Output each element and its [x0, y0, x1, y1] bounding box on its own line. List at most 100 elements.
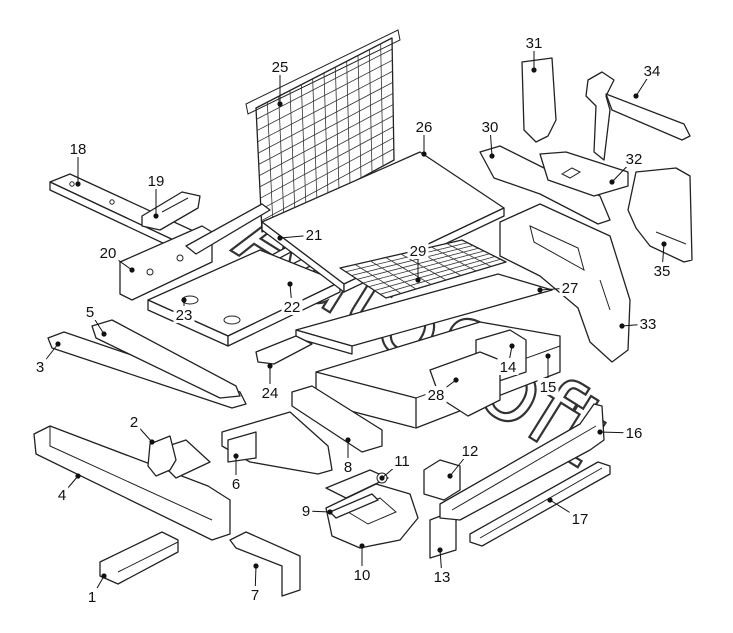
- callout-4: 4: [55, 473, 81, 504]
- part-pillar-trim-31: [521, 57, 557, 143]
- callout-label-background: [173, 306, 195, 323]
- callout-33: 33: [619, 315, 659, 333]
- callout-number: 9: [302, 503, 310, 520]
- callout-label-background: [269, 58, 291, 75]
- callout-10: 10: [351, 543, 373, 584]
- callout-1: 1: [85, 573, 107, 606]
- callout-anchor-dot: [421, 151, 427, 157]
- callout-anchor-dot: [101, 331, 107, 337]
- callout-number: 22: [284, 299, 301, 316]
- part-sill-plate-17: [469, 461, 611, 547]
- callout-number: 11: [394, 453, 410, 470]
- callout-label-background: [641, 62, 663, 79]
- callout-label-background: [407, 242, 429, 259]
- callout-number: 3: [36, 359, 44, 376]
- callout-anchor-dot: [101, 573, 107, 579]
- callout-number: 25: [272, 59, 289, 76]
- callout-number: 34: [644, 63, 661, 80]
- callout-number: 20: [100, 245, 117, 262]
- callout-5: 5: [83, 303, 107, 337]
- callout-anchor-dot: [545, 353, 551, 359]
- callout-anchor-dot: [537, 287, 543, 293]
- callout-anchor-dot: [267, 363, 273, 369]
- callout-label-background: [459, 442, 481, 459]
- floor-mat-pattern: [345, 242, 501, 295]
- callout-label-background: [55, 486, 69, 503]
- part-bracket-2: [147, 435, 177, 477]
- callout-label-background: [523, 34, 545, 51]
- callout-label-background: [413, 118, 435, 135]
- callout-anchor-dot: [661, 241, 667, 247]
- callout-label-background: [248, 586, 262, 603]
- callout-label-background: [299, 502, 313, 519]
- callout-number: 4: [58, 487, 66, 504]
- callout-number: 33: [640, 316, 657, 333]
- callout-25: 25: [269, 58, 291, 107]
- callout-number: 26: [416, 119, 433, 136]
- callout-number: 27: [562, 280, 579, 297]
- callout-28: 28: [425, 377, 459, 404]
- callout-number: 13: [434, 569, 451, 586]
- callout-8: 8: [341, 437, 355, 476]
- callout-label-background: [259, 384, 281, 401]
- callout-anchor-dot: [619, 323, 625, 329]
- callout-label-background: [281, 298, 303, 315]
- part-rail-8: [291, 385, 383, 453]
- callout-22: 22: [281, 281, 303, 316]
- callout-7: 7: [248, 563, 262, 604]
- callout-label-background: [67, 140, 89, 157]
- part-cover-board: [295, 273, 553, 355]
- callout-anchor-dot: [327, 509, 333, 515]
- part-corner-trim-35: [627, 167, 693, 263]
- part-crossmember-6: [221, 411, 333, 475]
- part-cargo-net: [245, 29, 401, 233]
- callout-32: 32: [609, 150, 645, 185]
- callout-number: 28: [428, 387, 445, 404]
- callout-number: 29: [410, 243, 427, 260]
- part-jack-tools: [325, 469, 389, 519]
- callout-label-background: [145, 172, 167, 189]
- part-bracket-34: [585, 71, 691, 161]
- callout-2: 2: [127, 413, 155, 445]
- callout-20: 20: [97, 244, 135, 273]
- callout-anchor-dot: [345, 437, 351, 443]
- callout-number: 8: [344, 459, 352, 476]
- callout-19: 19: [145, 172, 167, 219]
- callout-9: 9: [299, 502, 333, 520]
- callout-number: 23: [176, 307, 193, 324]
- callout-number: 21: [306, 227, 323, 244]
- callout-label-background: [559, 279, 581, 296]
- callout-16: 16: [597, 424, 645, 442]
- callout-number: 2: [130, 414, 138, 431]
- callout-number: 5: [86, 304, 94, 321]
- part-rear-sill-16: [439, 403, 605, 521]
- callout-number: 14: [500, 359, 517, 376]
- part-channel-1: [99, 531, 179, 585]
- callout-label-background: [127, 413, 141, 430]
- callout-21: 21: [277, 226, 325, 244]
- callout-label-background: [85, 588, 99, 605]
- callout-anchor-dot: [55, 341, 61, 347]
- callout-label-background: [341, 458, 355, 475]
- callout-label-background: [569, 510, 591, 527]
- callout-label-background: [497, 358, 519, 375]
- part-bracket-12-13: [423, 459, 461, 559]
- callout-anchor-dot: [379, 475, 385, 481]
- callout-11: 11: [379, 452, 413, 481]
- callout-anchor-dot: [547, 497, 553, 503]
- callout-number: 24: [262, 385, 279, 402]
- callout-label-background: [351, 566, 373, 583]
- callout-anchor-dot: [75, 473, 81, 479]
- callout-6: 6: [229, 453, 243, 493]
- callout-number: 12: [462, 443, 479, 460]
- callout-label-background: [431, 568, 453, 585]
- callout-anchor-dot: [253, 563, 259, 569]
- callout-label-background: [97, 244, 119, 261]
- callout-label-background: [623, 424, 645, 441]
- part-floor-panel: [147, 249, 341, 347]
- callout-number: 10: [354, 567, 371, 584]
- callout-anchor-dot: [453, 377, 459, 383]
- callout-number: 16: [626, 425, 643, 442]
